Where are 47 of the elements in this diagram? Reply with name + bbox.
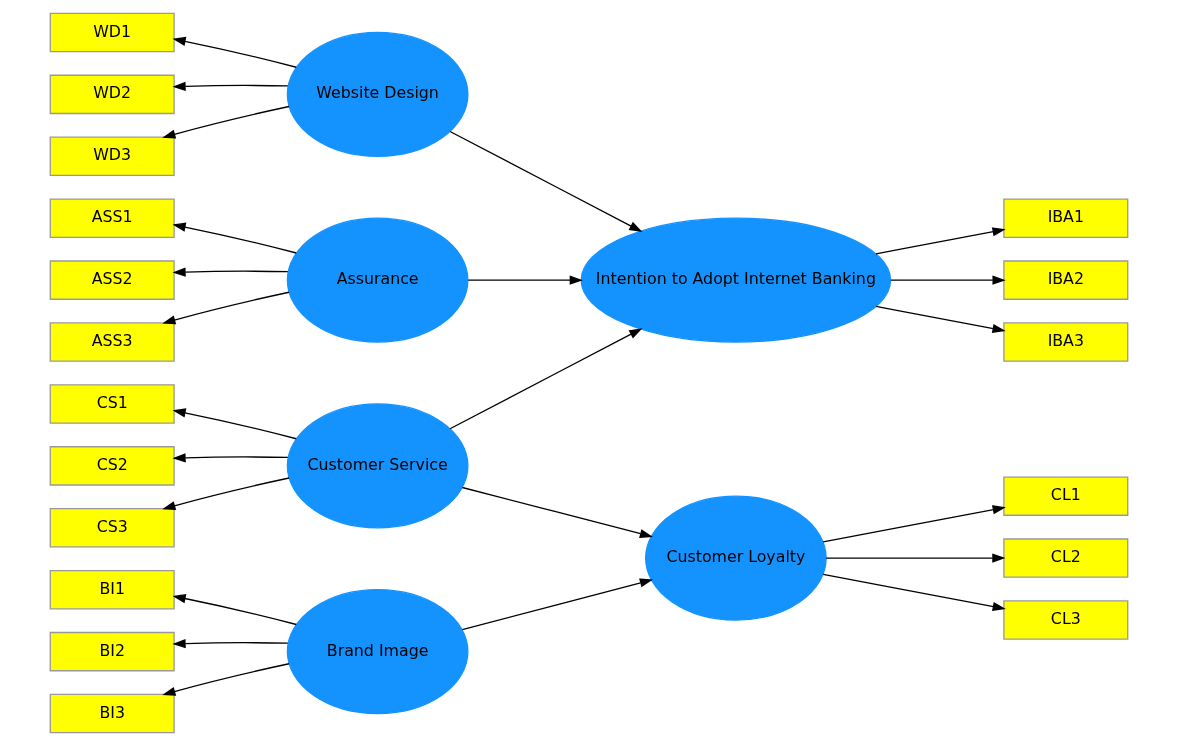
arrow — [161, 477, 290, 511]
node-box: ASS2 — [49, 260, 175, 300]
arrow — [172, 408, 297, 440]
arrow — [467, 275, 583, 285]
arrow — [171, 81, 288, 91]
node-box: CL1 — [1002, 476, 1128, 516]
arrow — [889, 275, 1006, 285]
node-box: CS1 — [49, 384, 175, 424]
arrow — [171, 638, 288, 649]
arrow — [874, 305, 1006, 333]
node-box: WD1 — [49, 12, 175, 53]
arrow — [161, 291, 290, 325]
node-box: IBA3 — [1002, 322, 1128, 362]
arrow — [874, 227, 1006, 255]
node-box: CL2 — [1002, 538, 1128, 578]
arrow — [461, 486, 653, 539]
node-box: BI1 — [49, 569, 175, 610]
node-ellipse: Intention to Adopt Internet Banking — [580, 217, 891, 343]
arrow — [822, 573, 1006, 611]
node-box: CL3 — [1002, 600, 1128, 640]
node-box: CS2 — [49, 446, 175, 486]
arrow — [172, 594, 297, 626]
arrow — [172, 36, 297, 68]
arrow — [161, 663, 290, 696]
node-box: CS3 — [49, 508, 175, 548]
arrow — [461, 578, 653, 631]
arrow — [822, 505, 1006, 543]
node-box: IBA1 — [1002, 198, 1128, 238]
arrow — [825, 553, 1005, 563]
arrow — [448, 328, 642, 430]
node-box: BI3 — [49, 693, 175, 734]
node-ellipse: Customer Loyalty — [644, 495, 827, 621]
arrow — [448, 130, 642, 232]
node-ellipse: Website Design — [286, 31, 469, 157]
node-box: WD3 — [49, 136, 175, 177]
arrow — [172, 222, 297, 254]
node-box: ASS1 — [49, 198, 175, 238]
node-ellipse: Assurance — [286, 217, 469, 343]
arrow — [171, 453, 288, 463]
node-box: BI2 — [49, 631, 175, 672]
node-ellipse: Brand Image — [286, 589, 469, 715]
node-box: WD2 — [49, 74, 175, 115]
node-box: IBA2 — [1002, 260, 1128, 300]
arrow — [171, 267, 288, 277]
arrow — [161, 105, 290, 139]
node-ellipse: Customer Service — [286, 403, 469, 529]
node-box: ASS3 — [49, 322, 175, 362]
